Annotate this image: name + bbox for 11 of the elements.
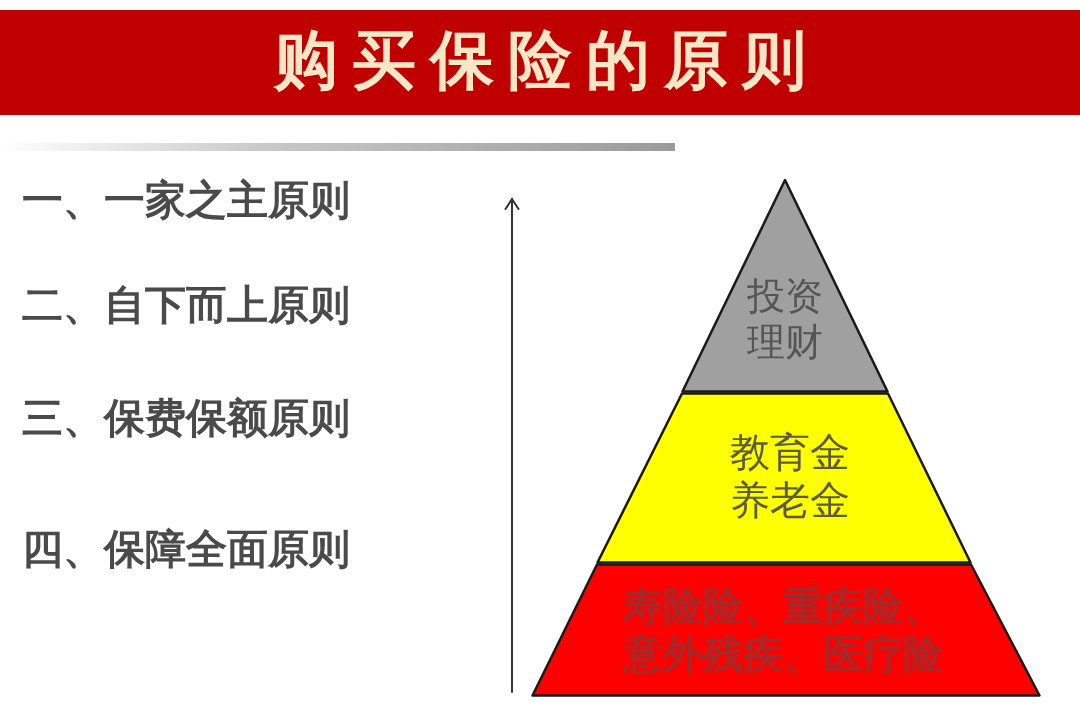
tier-text: 教育金养老金 (729, 428, 851, 524)
principle-text: 一、一家之主原则 (22, 176, 350, 226)
principle-text: 三、保费保额原则 (22, 394, 350, 444)
pyramid-base-tier (531, 563, 1041, 697)
principle-text: 二、自下而上原则 (22, 281, 350, 331)
tier-text: 投资理财 (746, 274, 824, 366)
principle-text: 四、保障全面原则 (22, 525, 350, 575)
pyramid-middle-tier (596, 392, 972, 564)
banner-title: 购买保险的原则 (272, 22, 820, 99)
tier-text: 寿险险、重疾险、意外残疾、医疗险 (621, 582, 944, 678)
pyramid-top-triangle (681, 178, 889, 393)
